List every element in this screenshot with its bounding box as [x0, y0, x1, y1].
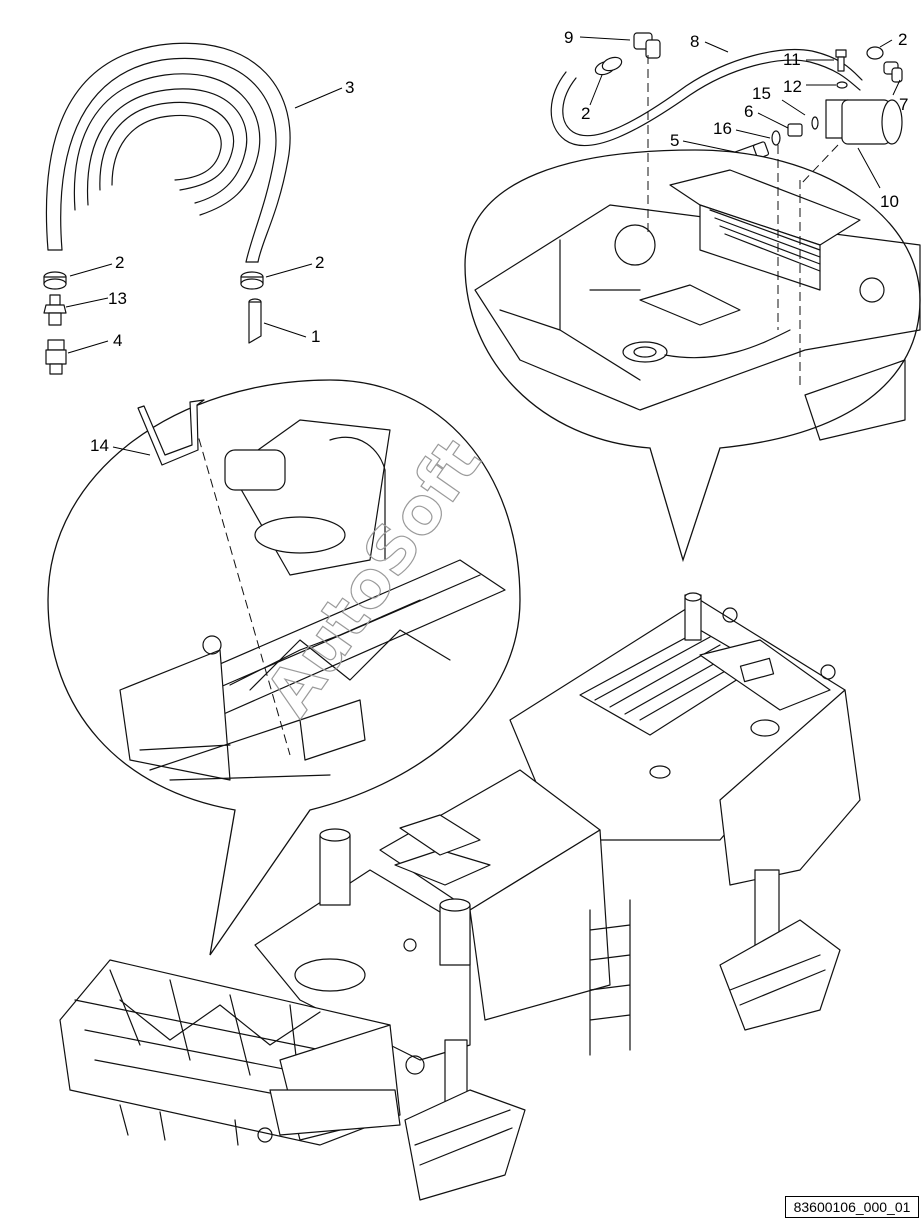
callout-3: 3	[345, 78, 354, 97]
callout-5: 5	[670, 131, 679, 150]
detail-bubble-top	[464, 55, 921, 563]
elbow-7	[883, 61, 903, 83]
callout-16: 16	[713, 119, 732, 138]
detail-machine-left	[119, 419, 506, 781]
quick-coupling-part	[45, 339, 67, 375]
washer-12	[836, 81, 848, 89]
callout-2c: 2	[115, 253, 124, 272]
callout-2a: 2	[581, 104, 590, 123]
callout-13: 13	[108, 289, 127, 308]
callout-8: 8	[690, 32, 699, 51]
callout-1: 1	[311, 327, 320, 346]
clamp-2-top-right	[866, 46, 884, 60]
pipe-part	[248, 298, 262, 344]
callout-2b: 2	[898, 30, 907, 49]
callout-6: 6	[744, 102, 753, 121]
callout-2d: 2	[315, 253, 324, 272]
hose-clamp-top	[594, 56, 623, 76]
detail-bubble-left	[47, 379, 521, 956]
callout-10: 10	[880, 192, 899, 211]
elbow-fitting-9	[633, 32, 661, 59]
top-right-hose-part	[550, 48, 863, 147]
callout-15: 15	[752, 84, 771, 103]
callout-14: 14	[90, 436, 109, 455]
hose-clamp-left	[43, 271, 67, 290]
hose-adapter-part	[43, 294, 67, 326]
callout-9: 9	[564, 28, 573, 47]
handle-14	[137, 399, 205, 466]
callout-leaders	[65, 36, 901, 456]
bolt-11	[835, 49, 847, 72]
detail-machine-top	[474, 169, 921, 441]
callout-7: 7	[899, 95, 908, 114]
document-reference: 83600106_000_01	[785, 1196, 919, 1218]
pump-10	[825, 99, 903, 145]
hose-clamp-right	[240, 271, 264, 290]
callout-11: 11	[783, 50, 801, 69]
o-ring-16	[771, 130, 781, 146]
main-machine	[59, 592, 861, 1201]
fitting-6	[787, 116, 819, 137]
callout-4: 4	[113, 331, 122, 350]
hose-coil-part	[45, 42, 291, 263]
callout-12: 12	[783, 77, 802, 96]
